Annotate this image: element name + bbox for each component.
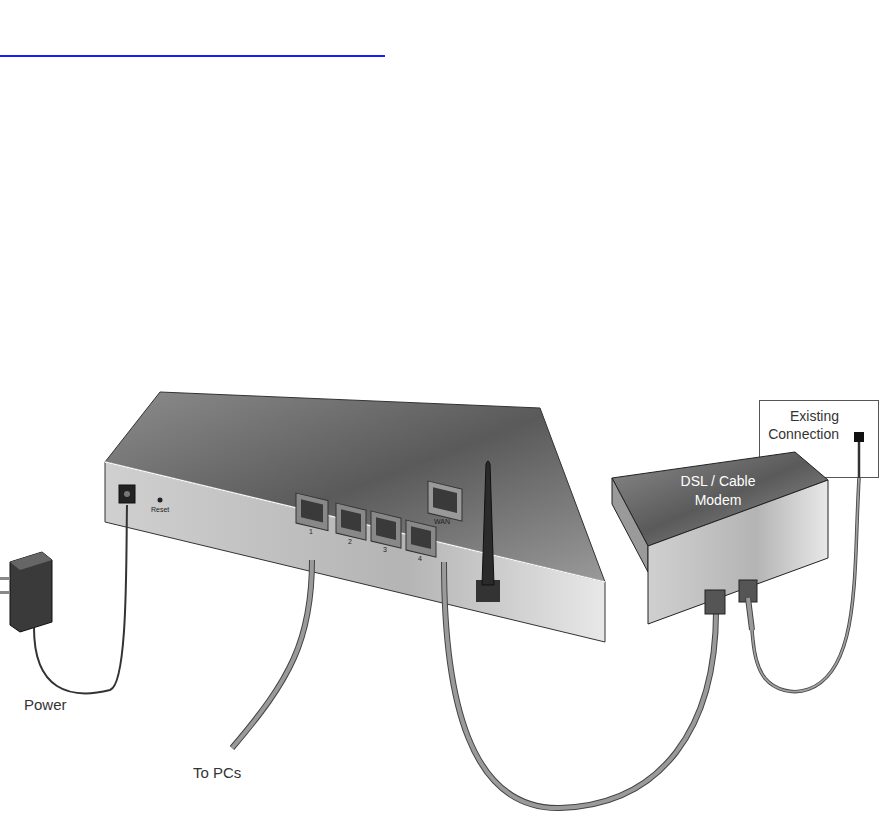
- button-label: Reset: [151, 506, 169, 514]
- link-rule: [0, 55, 385, 57]
- part-label: To PCs: [193, 765, 241, 782]
- part-label: Power: [24, 697, 67, 714]
- port-number: 1: [309, 528, 313, 536]
- node-text: DSL / Cable Modem: [663, 472, 773, 510]
- router-body: [105, 392, 605, 642]
- node-text: Existing Connection: [765, 408, 839, 443]
- port-number: 2: [348, 538, 352, 546]
- port-number: 3: [383, 546, 387, 554]
- power-adapter: [0, 505, 127, 693]
- port-number: 4: [418, 555, 422, 563]
- modem-box: DSL / Cable Modem: [605, 448, 833, 630]
- port-number: WAN: [434, 518, 450, 526]
